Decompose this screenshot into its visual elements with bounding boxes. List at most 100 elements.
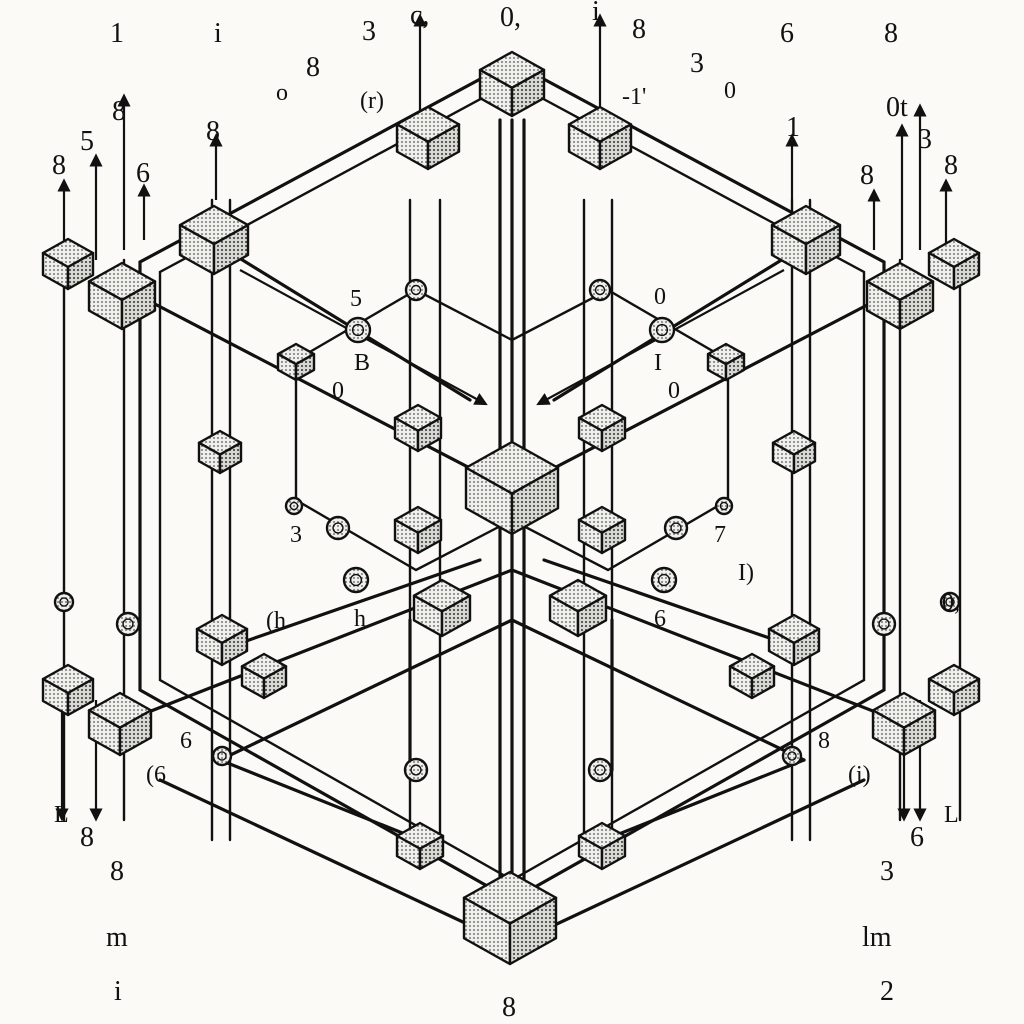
- cube-node: [87, 261, 157, 331]
- label-ur-1: 3: [690, 48, 704, 79]
- label-in-11: h: [354, 606, 366, 632]
- label-top-4: c,: [410, 0, 429, 31]
- cube-node: [871, 691, 937, 757]
- cube-node: [464, 440, 560, 536]
- label-rc-4: 8: [860, 160, 874, 191]
- label-top-9: 8: [884, 18, 898, 49]
- cube-node: [865, 261, 935, 331]
- circle-node: [403, 757, 429, 783]
- edge-line: [218, 558, 482, 652]
- label-in-4: I: [654, 350, 662, 376]
- edge-line: [552, 238, 816, 402]
- label-ur-3: 0: [724, 78, 736, 104]
- circle-node: [663, 515, 689, 541]
- label-in-2: 0: [654, 284, 666, 310]
- label-bl-4: m: [106, 922, 128, 953]
- label-top-7: 8: [632, 14, 646, 45]
- circle-node: [781, 745, 803, 767]
- label-in-10: (h: [266, 608, 286, 634]
- circle-node: [211, 745, 233, 767]
- label-in-7: 3: [290, 522, 302, 548]
- circle-node: [53, 591, 75, 613]
- edge-line: [218, 618, 514, 762]
- label-br-2: 6: [910, 822, 924, 853]
- cube-node: [771, 429, 817, 475]
- label-bl-2: 8: [80, 822, 94, 853]
- label-lo-1: 6: [180, 728, 192, 754]
- edge-line: [510, 618, 806, 762]
- label-in-9: I): [738, 560, 754, 586]
- label-lo-2: (6: [146, 762, 166, 788]
- label-bl-3: 8: [110, 856, 124, 887]
- edge-line: [542, 558, 806, 652]
- label-rc-1: 1: [786, 112, 800, 143]
- label-ul-1: o: [276, 80, 288, 106]
- label-lc-1: 8: [112, 96, 126, 127]
- circle-node: [404, 278, 428, 302]
- label-in-12: 6: [654, 606, 666, 632]
- label-top-8: 6: [780, 18, 794, 49]
- cube-node: [577, 821, 627, 871]
- cube-node: [393, 403, 443, 453]
- circle-node: [588, 278, 612, 302]
- cube-node: [927, 663, 981, 717]
- cube-node: [577, 403, 627, 453]
- label-rc-3: 3: [918, 124, 932, 155]
- cube-node: [276, 342, 316, 382]
- label-lo-3: 8: [818, 728, 830, 754]
- cube-node: [197, 429, 243, 475]
- circle-node: [325, 515, 351, 541]
- label-lc-2: 5: [80, 126, 94, 157]
- cube-node: [567, 105, 633, 171]
- label-br-5: 2: [880, 976, 894, 1007]
- cube-node: [706, 342, 746, 382]
- cube-node: [927, 237, 981, 291]
- label-lo-4: (i): [848, 762, 871, 788]
- cube-node: [195, 613, 249, 667]
- edge-line: [510, 288, 898, 492]
- circle-node: [871, 611, 897, 637]
- cube-node: [462, 870, 558, 966]
- label-top-6: i: [592, 0, 600, 27]
- edge-line: [208, 238, 472, 402]
- label-ur-2: -1': [622, 84, 646, 110]
- label-br-1: L: [944, 802, 959, 828]
- cube-node: [577, 505, 627, 555]
- cube-node: [87, 691, 153, 757]
- cube-node: [240, 652, 288, 700]
- cube-node: [412, 578, 472, 638]
- label-top-3: 3: [362, 16, 376, 47]
- label-in-6: 0: [668, 378, 680, 404]
- cube-node: [393, 505, 443, 555]
- edge-line: [218, 758, 422, 842]
- label-ul-3: (r): [360, 88, 384, 114]
- edge-line: [602, 758, 806, 842]
- circle-node: [648, 316, 676, 344]
- circle-node: [115, 611, 141, 637]
- label-lc-3: 8: [206, 116, 220, 147]
- label-group: 1 i 3 c, 0, i 8 6 8 o 8 (r) 3 -1' 0 8 5 …: [52, 0, 960, 1023]
- edge-line: [158, 778, 482, 932]
- label-bl-1: L: [54, 802, 69, 828]
- label-top-1: 1: [110, 18, 124, 49]
- label-ul-2: 8: [306, 52, 320, 83]
- label-br-3: 3: [880, 856, 894, 887]
- cube-node: [728, 652, 776, 700]
- circle-node: [344, 316, 372, 344]
- label-lc-5: 8: [52, 150, 66, 181]
- label-lc-4: 6: [136, 158, 150, 189]
- label-top-5: 0,: [500, 2, 521, 33]
- label-br-4: lm: [862, 922, 892, 953]
- cube-node: [395, 105, 461, 171]
- arrow-lines: [55, 13, 953, 822]
- cube-node: [41, 237, 95, 291]
- label-bl-5: i: [114, 976, 122, 1007]
- cube-node: [548, 578, 608, 638]
- label-rc-5: 8: [944, 150, 958, 181]
- cube-node: [770, 204, 842, 276]
- circle-node: [284, 496, 304, 516]
- cube-node: [767, 613, 821, 667]
- label-rc-2: 0t: [886, 92, 908, 123]
- circle-node: [650, 566, 678, 594]
